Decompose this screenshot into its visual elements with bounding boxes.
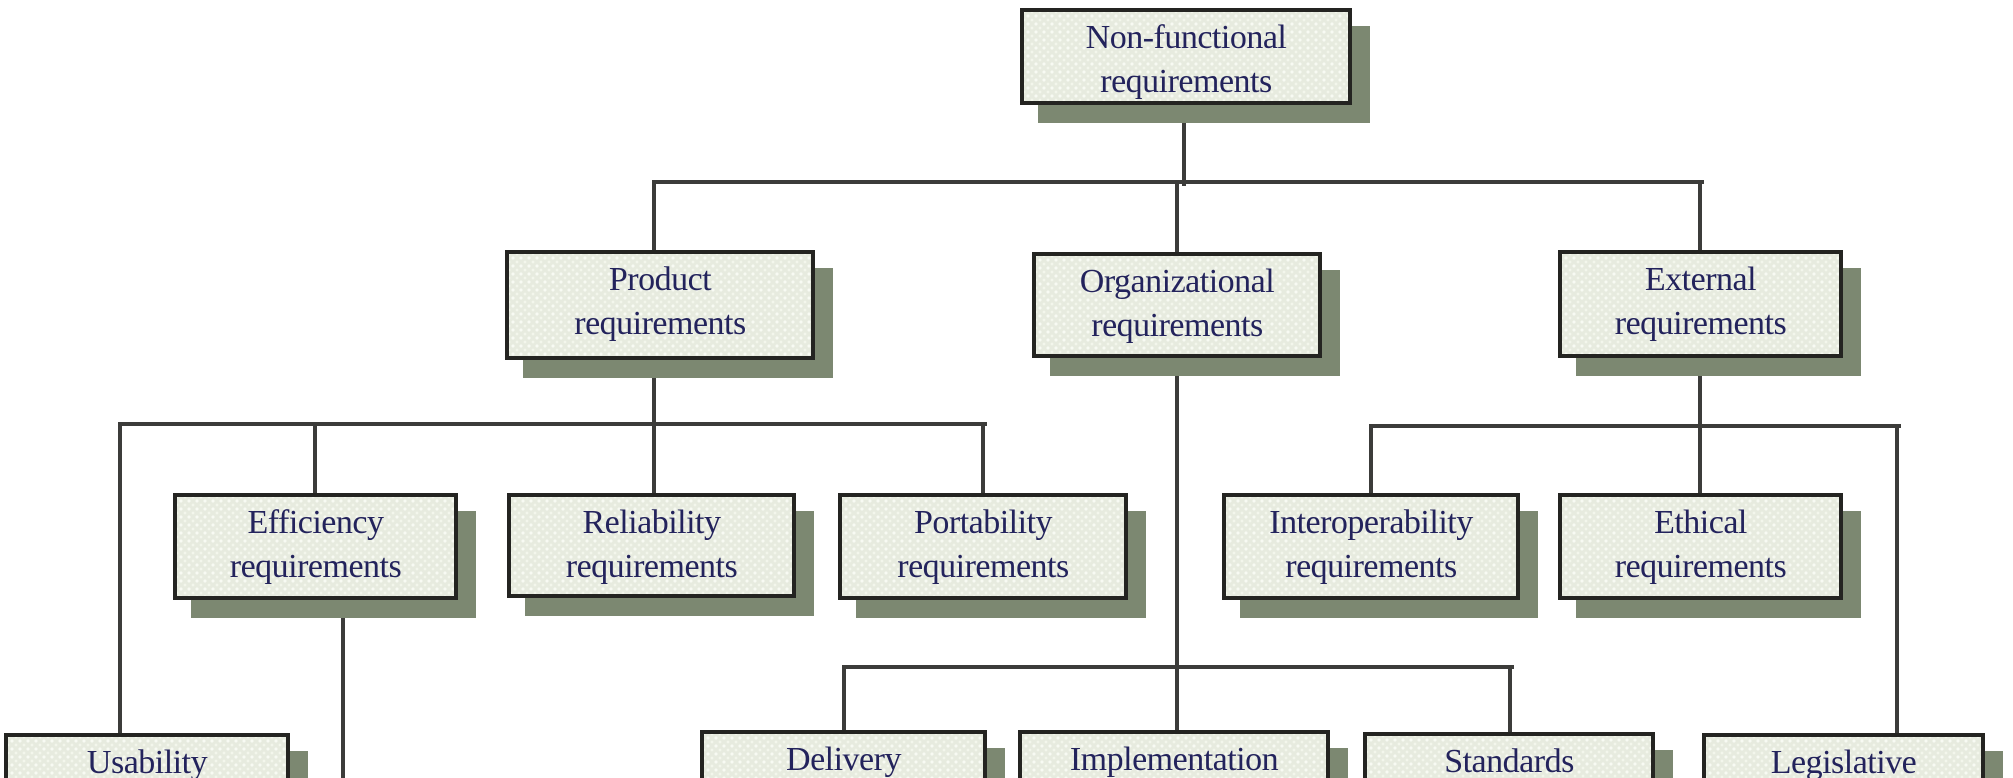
connector-line xyxy=(118,422,122,737)
node-label-line: requirements xyxy=(574,305,746,342)
node-usability: Usability xyxy=(4,733,290,778)
connector-line xyxy=(1369,424,1373,497)
node-label-line: Interoperability xyxy=(1269,504,1473,541)
node-label-line: requirements xyxy=(1614,548,1787,585)
node-label-line: requirements xyxy=(565,548,738,585)
node-label-line: Non-functional xyxy=(1085,19,1287,56)
node-label-line: Ethical xyxy=(1654,504,1747,541)
node-label-line: Usability xyxy=(86,744,208,778)
node-label-line: Implementation xyxy=(1069,741,1279,778)
connector-line xyxy=(1698,180,1702,254)
connector-line xyxy=(1175,180,1179,256)
connector-line xyxy=(118,422,987,426)
node-organizational-requirements: Organizational requirements xyxy=(1032,252,1322,358)
node-label-line: Organizational xyxy=(1079,263,1275,300)
connector-line xyxy=(652,422,656,497)
connector-line xyxy=(652,356,656,428)
node-reliability-requirements: Reliability requirements xyxy=(507,493,796,598)
node-label-line: Product xyxy=(608,261,712,298)
connector-line xyxy=(313,422,317,497)
node-label-line: requirements xyxy=(1614,305,1787,342)
connector-line xyxy=(1508,665,1512,736)
connector-line xyxy=(1895,424,1899,737)
node-non-functional-requirements: Non-functional requirements xyxy=(1020,8,1352,105)
node-label-line: requirements xyxy=(1100,63,1272,100)
node-label-line: Legislative xyxy=(1770,744,1917,778)
connector-line xyxy=(1175,354,1179,734)
node-label-line: Delivery xyxy=(786,741,901,778)
node-label-line: requirements xyxy=(1091,307,1263,344)
connector-line xyxy=(842,665,1514,669)
node-label-line: requirements xyxy=(229,548,402,585)
connector-line xyxy=(652,180,656,254)
node-label-line: Reliability xyxy=(582,504,721,541)
node-label-line: requirements xyxy=(897,548,1069,585)
connector-line xyxy=(1182,101,1186,186)
connector-line xyxy=(842,665,846,734)
node-product-requirements: Product requirements xyxy=(505,250,815,360)
node-portability-requirements: Portability requirements xyxy=(838,493,1128,600)
node-delivery: Delivery xyxy=(700,730,987,778)
node-standards: Standards xyxy=(1363,732,1655,778)
node-label-line: External xyxy=(1644,261,1757,298)
node-legislative: Legislative xyxy=(1702,733,1985,778)
connector-line xyxy=(981,422,985,497)
connector-line xyxy=(1371,424,1901,428)
node-efficiency-requirements: Efficiency requirements xyxy=(173,493,458,600)
node-label-line: requirements xyxy=(1285,548,1457,585)
node-external-requirements: External requirements xyxy=(1558,250,1843,358)
node-interoperability-requirements: Interoperability requirements xyxy=(1222,493,1520,600)
node-label-line: Standards xyxy=(1444,743,1574,778)
node-ethical-requirements: Ethical requirements xyxy=(1558,493,1843,600)
node-label-line: Portability xyxy=(913,504,1053,541)
node-implementation: Implementation xyxy=(1018,730,1330,778)
connector-line xyxy=(341,596,345,778)
node-label-line: Efficiency xyxy=(247,504,384,541)
